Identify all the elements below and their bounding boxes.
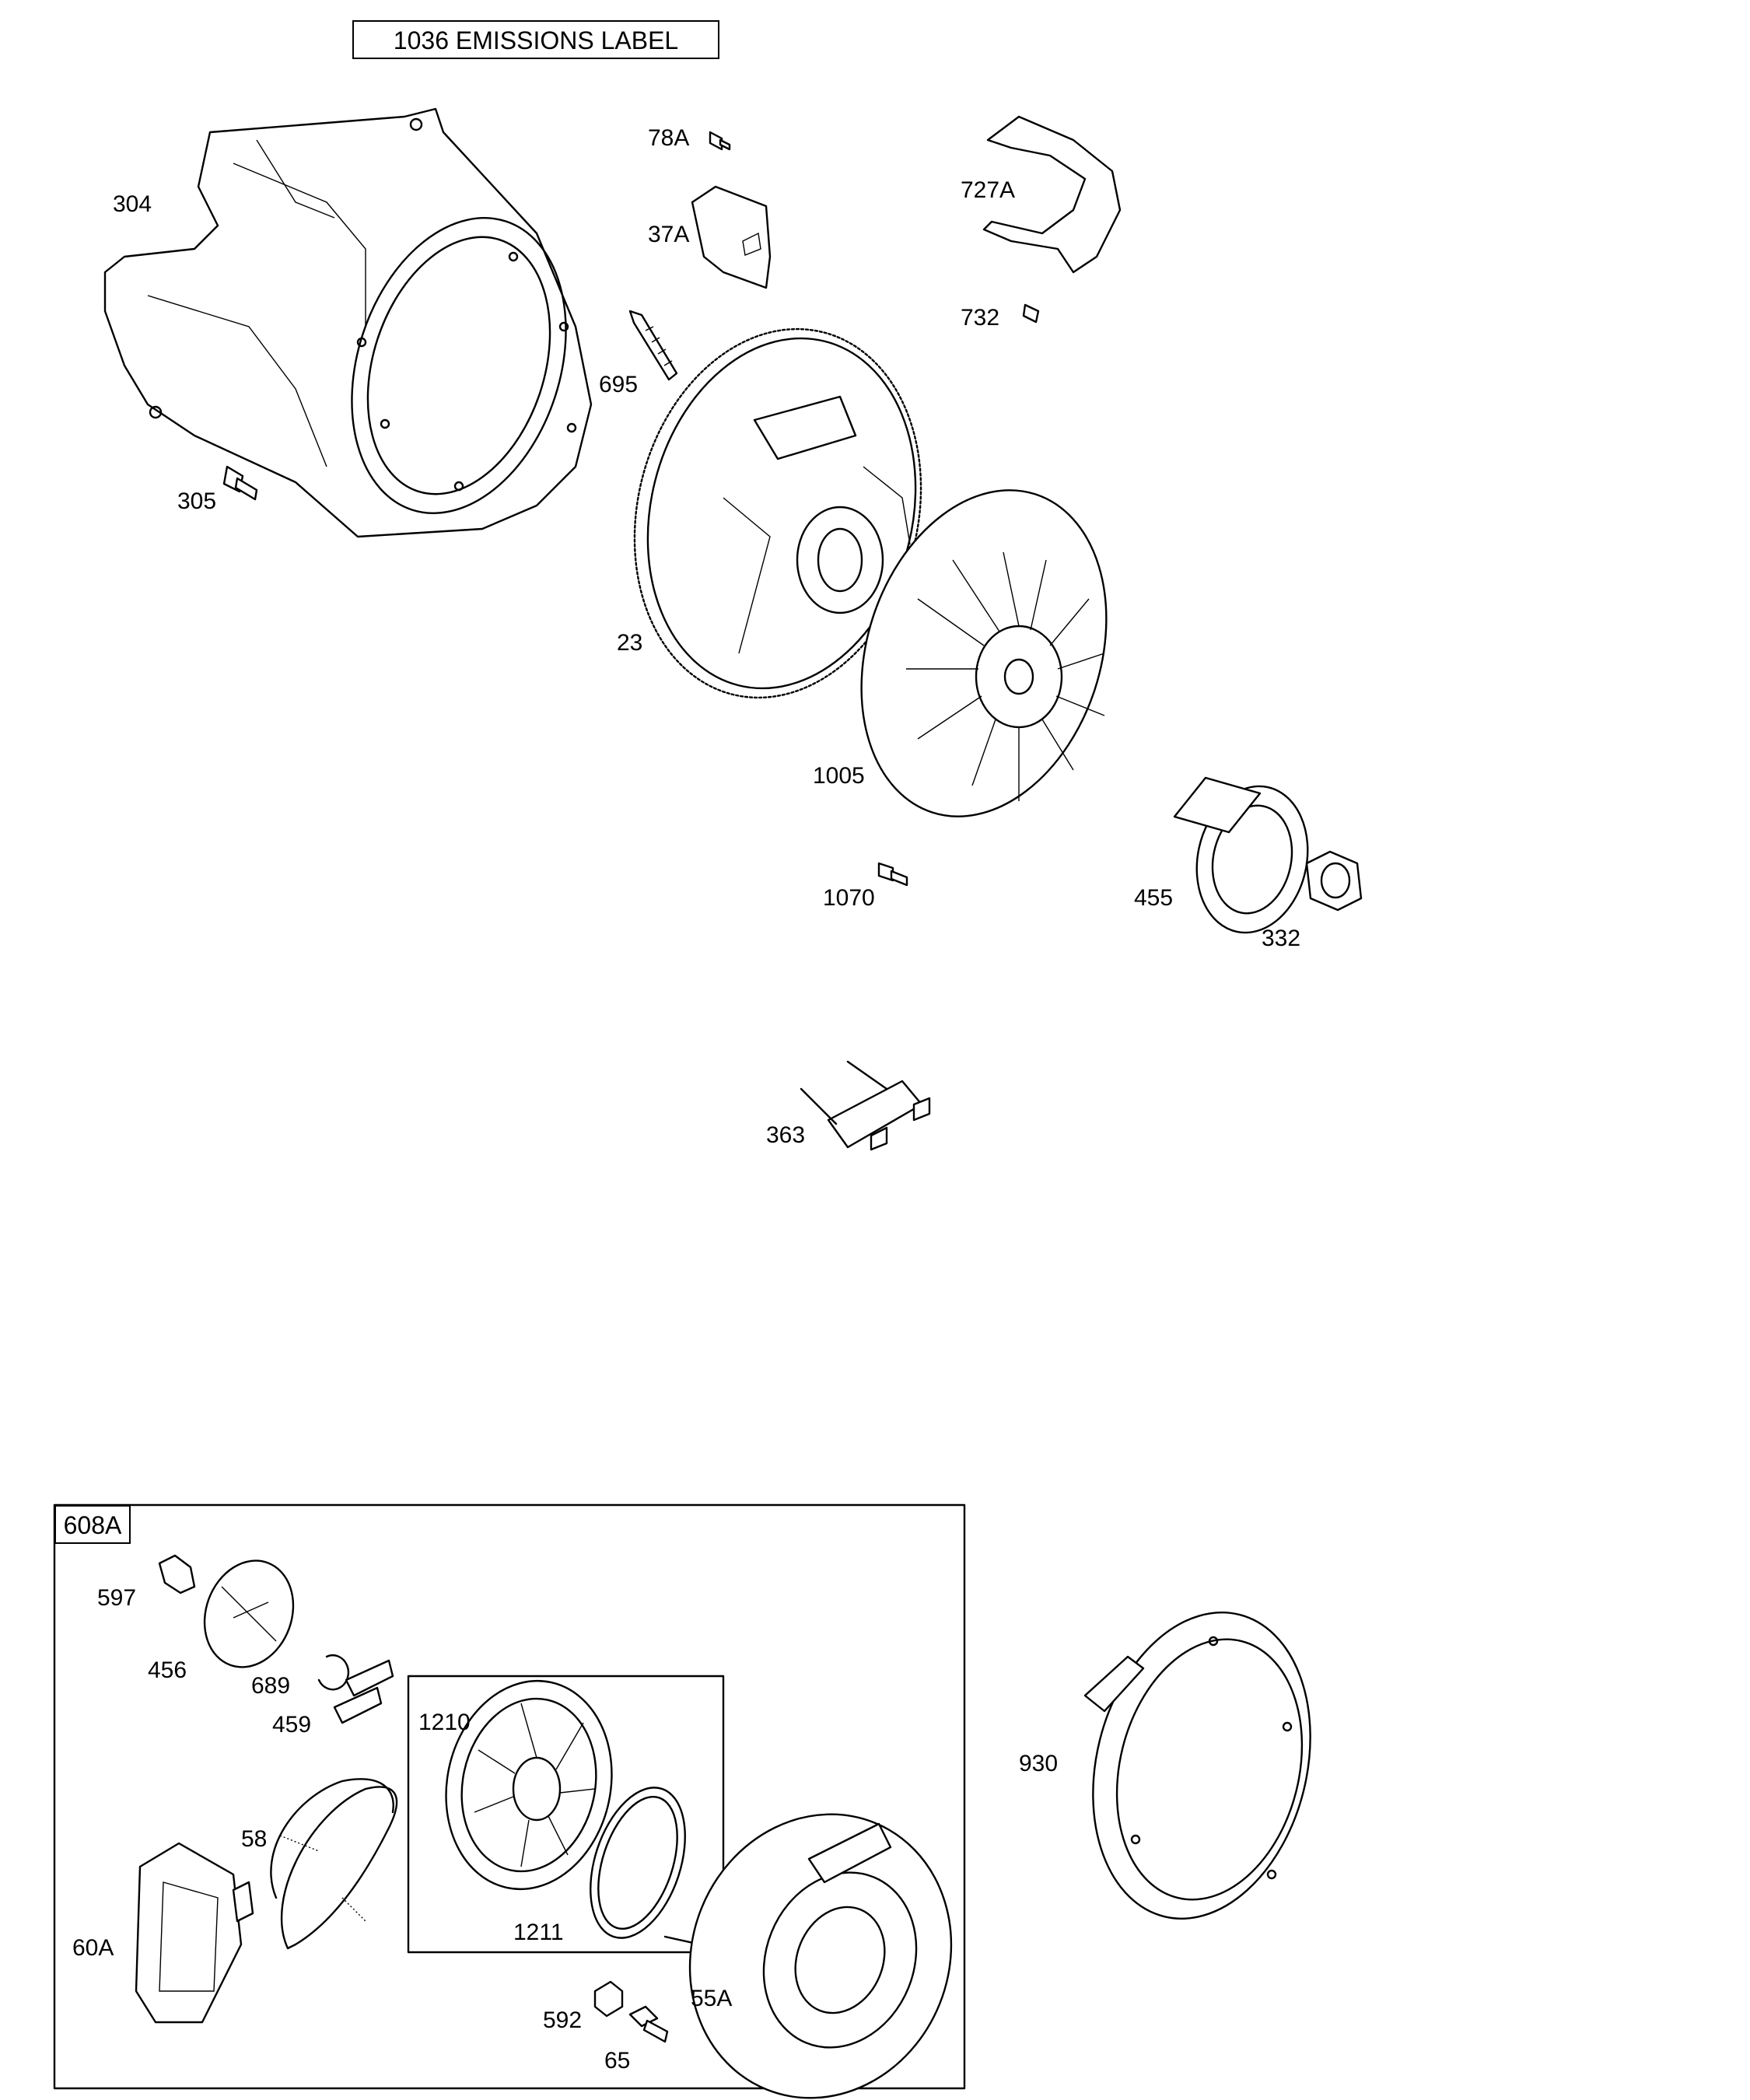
part-label-455: 455 [1134,885,1174,911]
screw-78A-drawing [709,131,731,151]
pawl-plate-456-drawing [203,1559,295,1668]
part-label-1070: 1070 [823,885,875,911]
part-label-58: 58 [241,1826,268,1852]
kit-608A-frame [53,1503,966,2090]
screw-1070-drawing [877,862,908,887]
screw-65-drawing [628,2005,669,2043]
nut-592-drawing [593,1980,624,2018]
part-label-332: 332 [1262,926,1301,951]
part-label-1210: 1210 [418,1710,471,1735]
shield-727A-drawing [982,115,1122,274]
screen-930-drawing [1083,1612,1311,1920]
blower-housing-drawing [103,107,593,538]
bracket-363-drawing [800,1060,931,1151]
retainer-597-drawing [158,1554,196,1594]
bolt-305-drawing [222,465,258,501]
kit-608A-label: 608A [54,1505,131,1544]
starter-cup-455-drawing [1173,776,1309,934]
part-label-1211: 1211 [513,1920,564,1945]
part-label-597: 597 [97,1585,137,1611]
pulley-1210-drawing [445,1679,613,1891]
part-label-305: 305 [177,488,217,514]
flywheel-23-drawing [633,327,922,699]
part-label-23: 23 [617,630,643,656]
part-label-65: 65 [604,2048,631,2074]
part-label-727A: 727A [961,177,1016,203]
part-label-930: 930 [1019,1751,1059,1776]
spring-58-drawing [270,1778,398,1950]
part-label-60A: 60A [72,1935,114,1961]
kit-1210-frame [407,1675,725,1954]
part-label-695: 695 [599,372,639,397]
part-label-1005: 1005 [813,763,865,789]
screw-732-drawing [1022,303,1040,324]
emissions-label-box: 1036 EMISSIONS LABEL [352,20,719,59]
ring-689-drawing [317,1654,350,1691]
part-label-78A: 78A [648,125,690,151]
bracket-37A-drawing [691,185,772,289]
part-label-37A: 37A [648,222,690,247]
part-label-689: 689 [251,1673,291,1699]
part-label-459: 459 [272,1712,312,1738]
part-label-55A: 55A [691,1986,733,2011]
part-label-304: 304 [113,191,152,217]
fan-1005-drawing [860,489,1108,817]
handle-60A-drawing [135,1842,254,2024]
part-label-363: 363 [766,1122,806,1148]
part-label-456: 456 [148,1657,187,1683]
nut-332-drawing [1305,850,1363,912]
stud-695-drawing [628,310,678,381]
part-label-592: 592 [543,2007,583,2033]
pawls-459-drawing [333,1659,394,1724]
starter-housing-55A-drawing [688,1813,953,2099]
part-label-732: 732 [961,305,1000,331]
